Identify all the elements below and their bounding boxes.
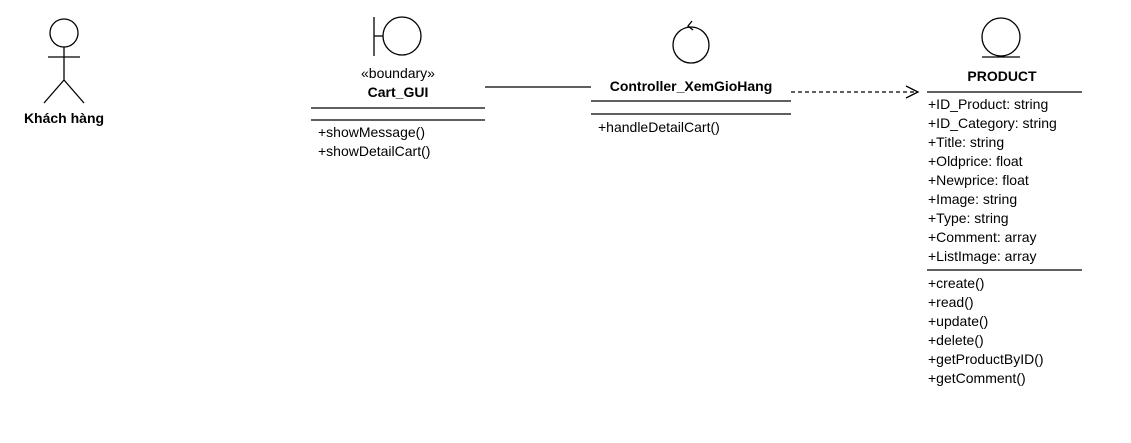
controller-operations: +handleDetailCart() — [598, 118, 720, 137]
entity-operations: +create() +read() +update() +delete() +g… — [928, 274, 1044, 388]
boundary-operations: +showMessage() +showDetailCart() — [318, 123, 430, 161]
actor-label: Khách hàng — [23, 110, 105, 126]
attribute-item: +ID_Product: string — [928, 96, 1049, 112]
attribute-item: +Image: string — [928, 191, 1018, 207]
operation-item: +getProductByID() — [928, 351, 1044, 367]
operation-item: +delete() — [928, 332, 984, 348]
operation-item: +getComment() — [928, 370, 1026, 386]
entity-icon — [981, 17, 1021, 58]
attribute-item: +Oldprice: float — [928, 153, 1023, 169]
entity-class-name: PRODUCT — [967, 68, 1037, 84]
boundary-stereotype: «boundary» — [361, 65, 435, 81]
attribute-item: +Newprice: float — [928, 172, 1029, 188]
operation-item: +showMessage() — [318, 124, 425, 140]
operation-item: +showDetailCart() — [318, 143, 431, 159]
attribute-item: +Type: string — [928, 210, 1009, 226]
controller-class-name: Controller_XemGioHang — [609, 78, 773, 94]
entity-attributes: +ID_Product: string +ID_Category: string… — [928, 95, 1057, 266]
boundary-class-name: Cart_GUI — [367, 84, 429, 100]
operation-item: +handleDetailCart() — [598, 119, 720, 135]
attribute-item: +Comment: array — [928, 229, 1037, 245]
attribute-item: +ID_Category: string — [928, 115, 1057, 131]
operation-item: +create() — [928, 275, 985, 291]
actor-stick-figure-icon — [43, 18, 85, 104]
attribute-item: +ListImage: array — [928, 248, 1037, 264]
control-icon — [672, 20, 710, 64]
operation-item: +update() — [928, 313, 989, 329]
dependency-arrowhead-icon — [905, 85, 920, 99]
operation-item: +read() — [928, 294, 974, 310]
boundary-icon — [373, 16, 422, 56]
attribute-item: +Title: string — [928, 134, 1005, 150]
